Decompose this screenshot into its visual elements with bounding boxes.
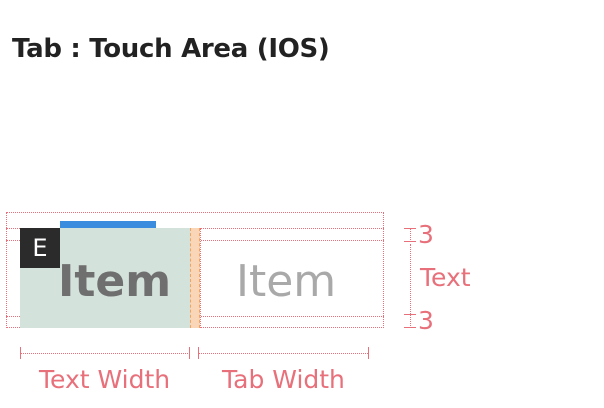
padding-bottom-measure xyxy=(410,314,411,328)
tab-item-selected-label[interactable]: Item xyxy=(58,256,172,307)
selected-tab-indicator xyxy=(60,221,156,228)
measure-tick xyxy=(189,347,190,359)
measure-tick xyxy=(404,327,416,328)
page-title: Tab : Touch Area (IOS) xyxy=(12,34,330,64)
measure-tick xyxy=(198,347,199,359)
measure-tick xyxy=(20,347,21,359)
unselected-tab-area[interactable] xyxy=(200,228,384,328)
text-height-label: Text xyxy=(420,263,471,292)
measure-tick xyxy=(404,314,416,315)
tab-item-unselected-label[interactable]: Item xyxy=(236,256,337,307)
tab-width-label: Tab Width xyxy=(222,365,345,394)
measure-tick xyxy=(404,228,416,229)
measure-tick xyxy=(404,241,416,242)
measure-tick xyxy=(368,347,369,359)
padding-top-value: 3 xyxy=(418,220,434,249)
padding-bottom-value: 3 xyxy=(418,306,434,335)
tab-width-measure xyxy=(198,353,368,354)
tab-spacing-marker xyxy=(190,228,200,328)
padding-top-measure xyxy=(410,228,411,242)
text-width-label: Text Width xyxy=(39,365,171,394)
text-width-measure xyxy=(20,353,190,354)
text-height-measure xyxy=(410,244,411,314)
badge-e: E xyxy=(20,228,60,268)
